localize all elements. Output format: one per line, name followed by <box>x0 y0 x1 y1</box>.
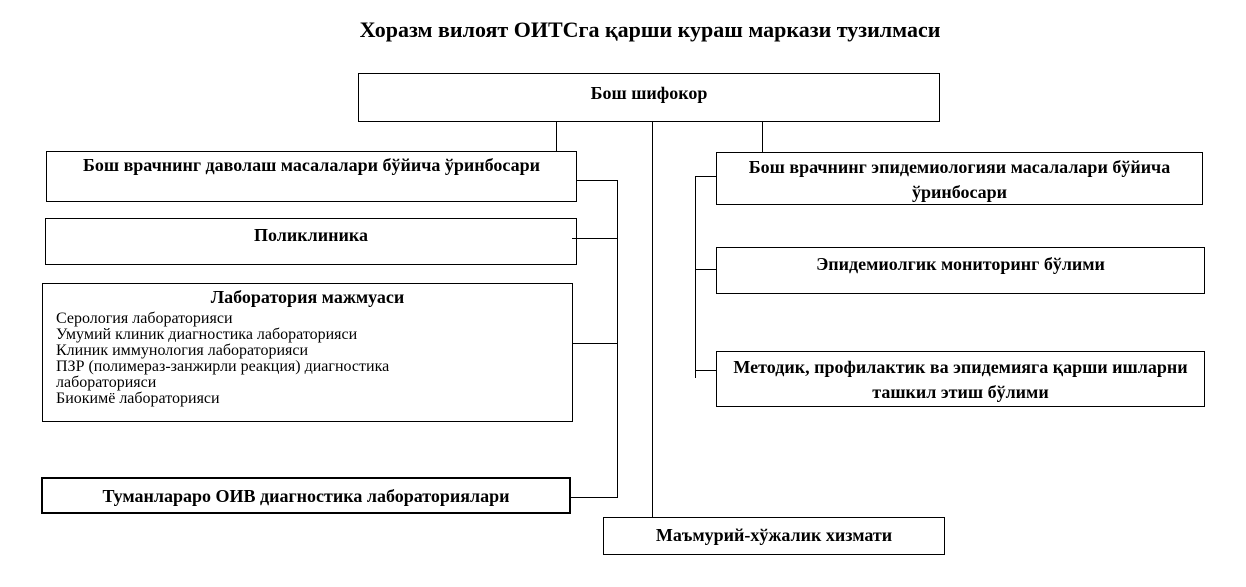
box-interdistrict-hiv-labs: Туманлараро ОИВ диагностика лабораториял… <box>41 477 571 514</box>
laboratory-list: Серология лабораторияси Умумий клиник ди… <box>43 308 476 407</box>
box-chief-physician: Бош шифокор <box>358 73 940 122</box>
lab-list-item: Биокимё лабораторияси <box>56 390 220 407</box>
lab-list-item: ПЗР (полимераз-занжирли реакция) диагнос… <box>56 358 390 391</box>
connector-laboratory-to-spine <box>573 343 617 344</box>
box-admin-service: Маъмурий-хўжалик хизмати <box>603 517 945 555</box>
box-methodic-preventive-dept: Методик, профилактик ва эпидемияга қарши… <box>716 351 1205 407</box>
right-branch-spine <box>695 176 696 378</box>
connector-chief-to-admin-service <box>652 122 653 517</box>
lab-list-item: Серология лабораторияси <box>56 310 233 327</box>
box-deputy-epidemiology: Бош врачнинг эпидемиологияи масалалари б… <box>716 152 1203 205</box>
box-laboratory-complex: Лаборатория мажмуаси Серология лаборатор… <box>42 283 573 422</box>
laboratory-complex-title: Лаборатория мажмуаси <box>210 287 405 307</box>
connector-spine-to-right-deputy <box>695 176 716 177</box>
page-title: Хоразм вилоят ОИТСга қарши кураш маркази… <box>359 17 941 42</box>
connector-spine-to-methodic <box>695 370 717 371</box>
connector-polyclinic-to-spine <box>572 238 617 239</box>
connector-chief-to-right-deputy <box>762 122 763 152</box>
connector-left-deputy-to-spine <box>577 180 617 181</box>
lab-list-item: Клиник иммунология лабораторияси <box>56 342 309 359</box>
box-deputy-treatment: Бош врачнинг даволаш масалалари бўйича ў… <box>46 151 577 202</box>
box-polyclinic: Поликлиника <box>45 218 577 265</box>
lab-list-item: Умумий клиник диагностика лабораторияси <box>56 326 358 343</box>
left-branch-spine <box>617 180 618 498</box>
box-epidemiologic-monitoring: Эпидемиолгик мониторинг бўлими <box>716 247 1205 294</box>
connector-spine-to-monitoring <box>695 269 717 270</box>
connector-chief-to-left-deputy <box>556 122 557 151</box>
connector-interdistrict-to-spine <box>571 497 617 498</box>
